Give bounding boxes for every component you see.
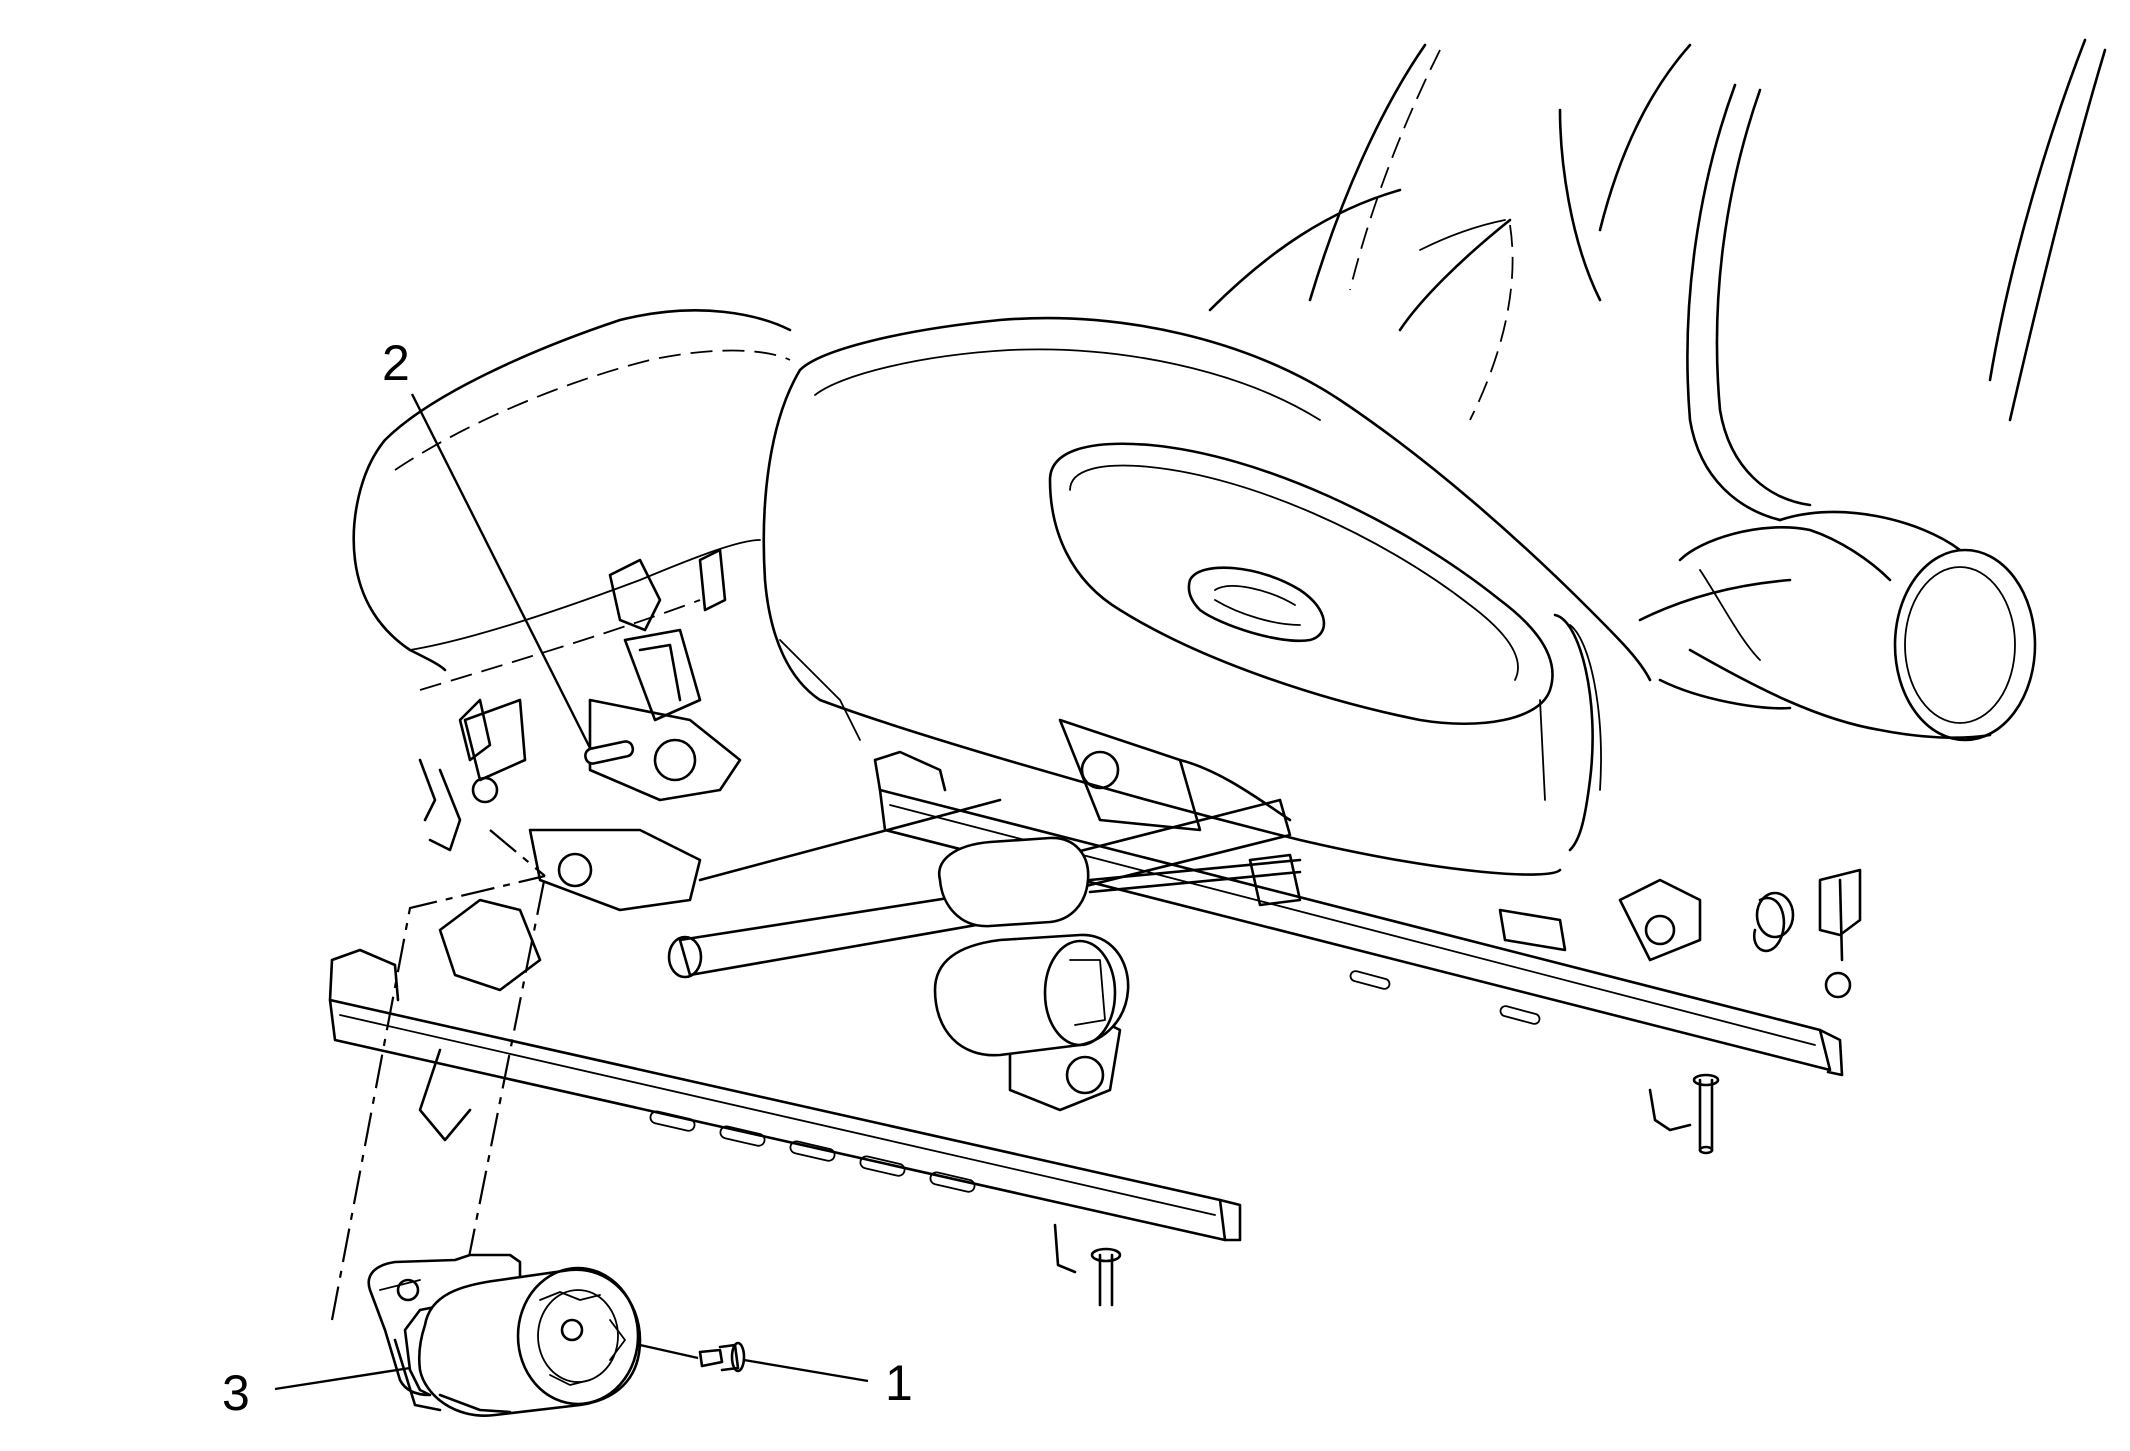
callout-1: 1 — [885, 1355, 913, 1411]
seat-cushion — [352, 309, 792, 691]
leader-2 — [410, 393, 592, 749]
seat-adjuster-motor — [367, 1253, 642, 1417]
seat-frame-mechanism — [428, 628, 1795, 1112]
seat-back — [1208, 38, 2107, 522]
callout-2: 2 — [382, 335, 410, 391]
leader-3 — [274, 1366, 411, 1391]
seat-side-shield — [762, 316, 1652, 876]
motor-mount-location — [584, 740, 635, 765]
install-guide-lines — [330, 829, 547, 1321]
callout-3: 3 — [222, 1365, 250, 1421]
leader-lines — [274, 393, 869, 1391]
installed-motors — [933, 836, 1302, 1057]
leader-bolt-motor — [639, 1343, 699, 1360]
seat-track-left — [328, 948, 1242, 1307]
motor-mounting-bolt — [698, 1341, 746, 1373]
frame-brackets — [418, 548, 1567, 952]
leader-1 — [743, 1358, 869, 1383]
recliner-knob — [1638, 510, 2037, 742]
